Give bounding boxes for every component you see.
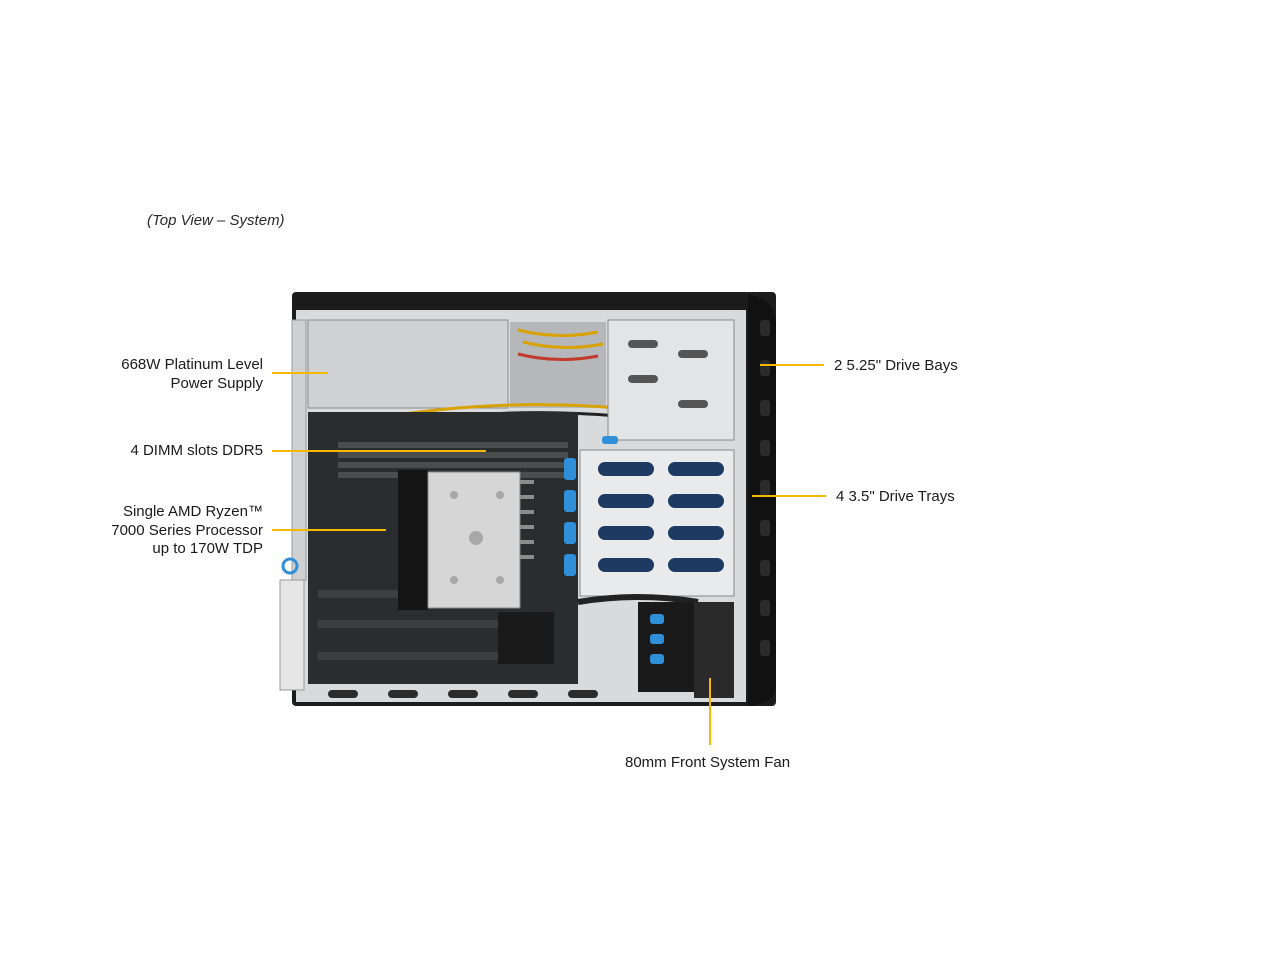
drive-bays-callout-line-1: 2 5.25" Drive Bays [834,357,958,374]
drive-bays-callout: 2 5.25" Drive Bays [834,357,958,376]
drive-trays-callout: 4 3.5" Drive Trays [836,488,955,507]
drive-trays-leader-line [752,495,826,497]
processor-callout: Single AMD Ryzen™ 7000 Series Processor … [111,503,263,559]
front-fan-callout-line-1: 80mm Front System Fan [625,754,791,771]
front-fan-callout: 80mm Front System Fan [625,754,790,773]
power-supply-callout-line-1: 668W Platinum Level [121,356,263,373]
view-caption: (Top View – System) [147,212,285,229]
dimm-leader-line [272,450,486,452]
front-fan-leader-line [709,678,711,745]
processor-callout-line-2: 7000 Series Processor [111,521,263,539]
power-supply-callout: 668W Platinum Level Power Supply [121,356,263,393]
processor-callout-line-3: up to 170W TDP [152,540,263,557]
processor-leader-line [272,529,386,531]
dimm-callout: 4 DIMM slots DDR5 [130,442,263,461]
processor-callout-line-1: Single AMD Ryzen™ [122,503,263,520]
dimm-callout-line-1: 4 DIMM slots DDR5 [130,442,263,459]
power-supply-callout-line-2: Power Supply [170,374,263,392]
drive-trays-callout-line-1: 4 3.5" Drive Trays [836,488,955,505]
server-top-view-illustration [279,292,776,706]
drive-bays-leader-line [760,364,824,366]
power-supply-leader-line [272,372,328,374]
